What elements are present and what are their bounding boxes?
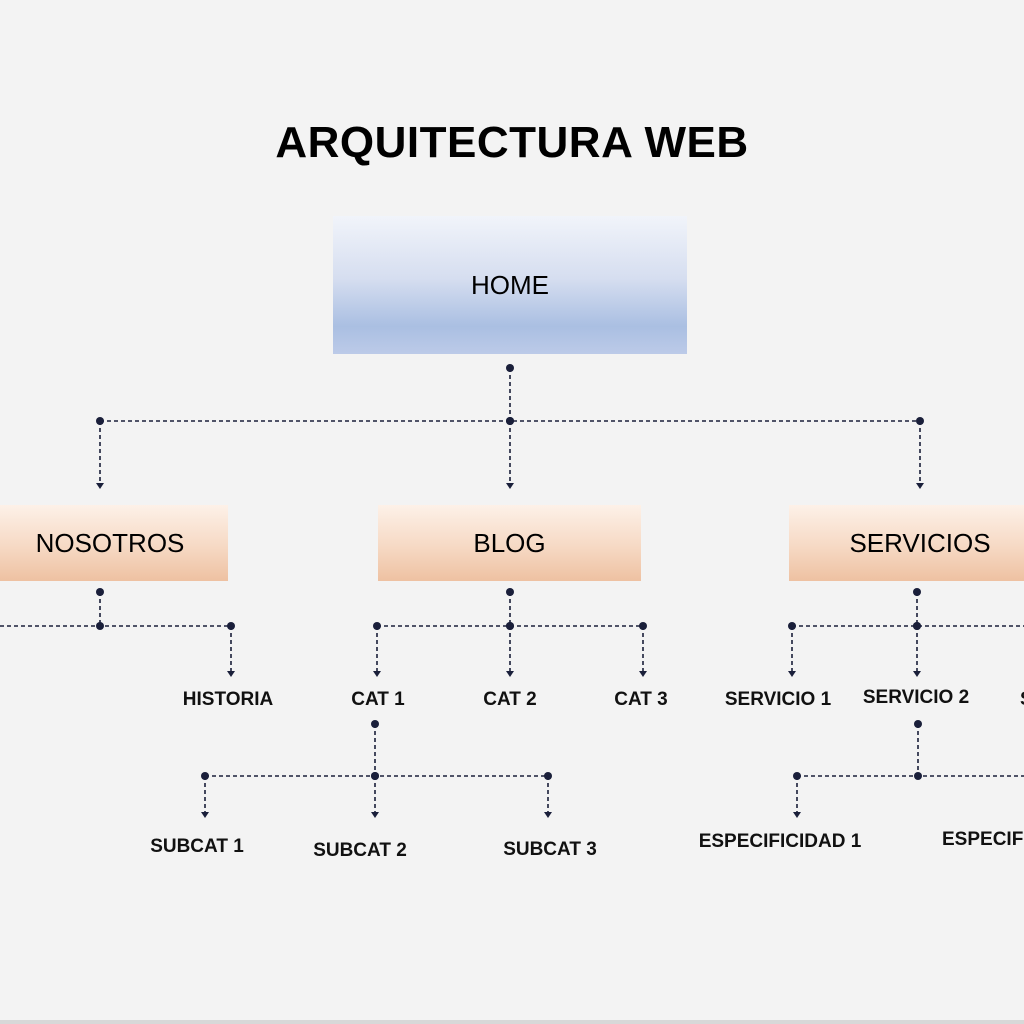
nosotros-box: NOSOTROS xyxy=(0,505,228,581)
servicios-label: SERVICIOS xyxy=(849,527,991,558)
page-title: ARQUITECTURA WEB xyxy=(275,118,749,167)
connector-arrow-45 xyxy=(544,812,552,818)
connector-arrow-32 xyxy=(639,671,647,677)
home-box: HOME xyxy=(333,216,687,354)
servicio3-label: S xyxy=(1020,689,1024,711)
connector-arrow-29 xyxy=(506,671,514,677)
connector-arrow-19 xyxy=(227,671,235,677)
servicios-box: SERVICIOS xyxy=(789,505,1024,581)
cat3-label: CAT 3 xyxy=(614,689,668,710)
subcat3-label: SUBCAT 3 xyxy=(503,839,597,860)
servicio1-label: SERVICIO 1 xyxy=(724,689,832,710)
subcat1-label: SUBCAT 1 xyxy=(150,836,244,857)
connector-dot-16 xyxy=(96,622,104,630)
connector-arrow-52 xyxy=(788,671,796,677)
connector-arrow-62 xyxy=(793,812,801,818)
connector-arrow-42 xyxy=(371,812,379,818)
connector-arrow-26 xyxy=(373,671,381,677)
historia-label: HISTORIA xyxy=(182,689,274,710)
blog-box: BLOG xyxy=(378,505,641,581)
connector-arrow-39 xyxy=(201,812,209,818)
blog-label: BLOG xyxy=(473,527,546,558)
nosotros-label: NOSOTROS xyxy=(35,527,185,558)
bottom-edge xyxy=(0,1020,1024,1024)
especificidad2-label: ESPECIFI xyxy=(942,829,1024,850)
connector-arrow-55 xyxy=(913,671,921,677)
especificidad1-label: ESPECIFICIDAD 1 xyxy=(698,831,862,852)
connector-dot-59 xyxy=(914,772,922,780)
connector-arrow-9 xyxy=(506,483,514,489)
cat2-label: CAT 2 xyxy=(483,689,537,710)
home-label: HOME xyxy=(471,269,549,300)
servicio2-label: SERVICIO 2 xyxy=(862,687,970,708)
connector-arrow-12 xyxy=(916,483,924,489)
subcat2-label: SUBCAT 2 xyxy=(313,840,407,861)
connector-arrow-6 xyxy=(96,483,104,489)
cat1-label: CAT 1 xyxy=(351,689,405,710)
